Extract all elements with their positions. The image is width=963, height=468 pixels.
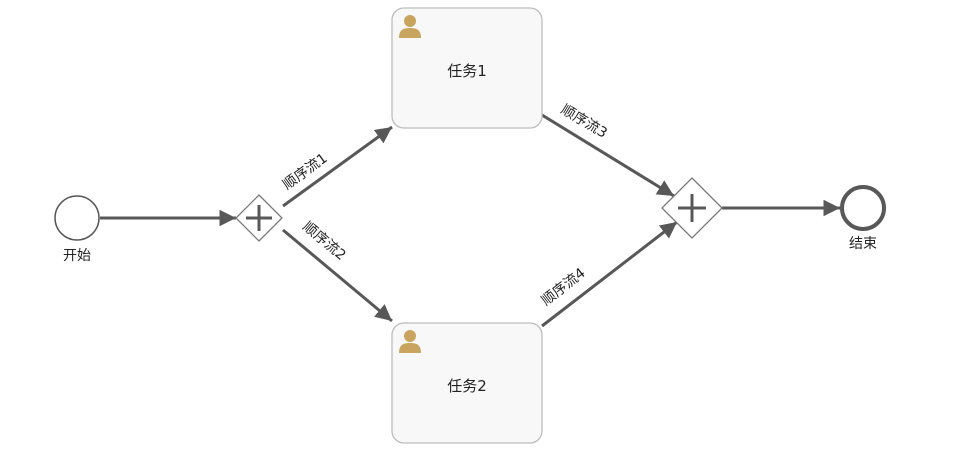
plus-icon <box>246 205 272 231</box>
sequence-flows <box>100 113 840 328</box>
end-event[interactable]: 结束 <box>840 185 886 252</box>
task-box[interactable] <box>391 322 543 444</box>
flow-4-label: 顺序流4 <box>539 265 589 309</box>
user-task-1[interactable]: 任务1 <box>391 7 543 129</box>
plus-icon <box>678 194 706 222</box>
start-event[interactable]: 开始 <box>54 195 100 264</box>
start-event-circle[interactable] <box>54 195 100 241</box>
user-icon <box>399 330 421 353</box>
task-1-label: 任务1 <box>447 62 487 80</box>
flow-1[interactable] <box>282 125 393 208</box>
flow-1-label: 顺序流1 <box>280 150 331 193</box>
task-2-label: 任务2 <box>447 377 487 395</box>
flow-4[interactable] <box>541 220 678 328</box>
parallel-gateway-2[interactable] <box>661 177 723 239</box>
start-event-label: 开始 <box>63 248 91 264</box>
end-event-circle[interactable] <box>840 185 886 231</box>
flow-2[interactable] <box>282 228 393 323</box>
parallel-gateway-1[interactable] <box>235 194 283 242</box>
user-task-2[interactable]: 任务2 <box>391 322 543 444</box>
flow-2-label: 顺序流2 <box>299 219 348 264</box>
task-box[interactable] <box>391 7 543 129</box>
flow-labels: 顺序流1 顺序流2 顺序流3 顺序流4 <box>280 102 610 309</box>
flow-3[interactable] <box>541 113 675 198</box>
end-event-label: 结束 <box>849 236 877 252</box>
flow-3-label: 顺序流3 <box>558 102 610 142</box>
user-icon <box>399 15 421 38</box>
